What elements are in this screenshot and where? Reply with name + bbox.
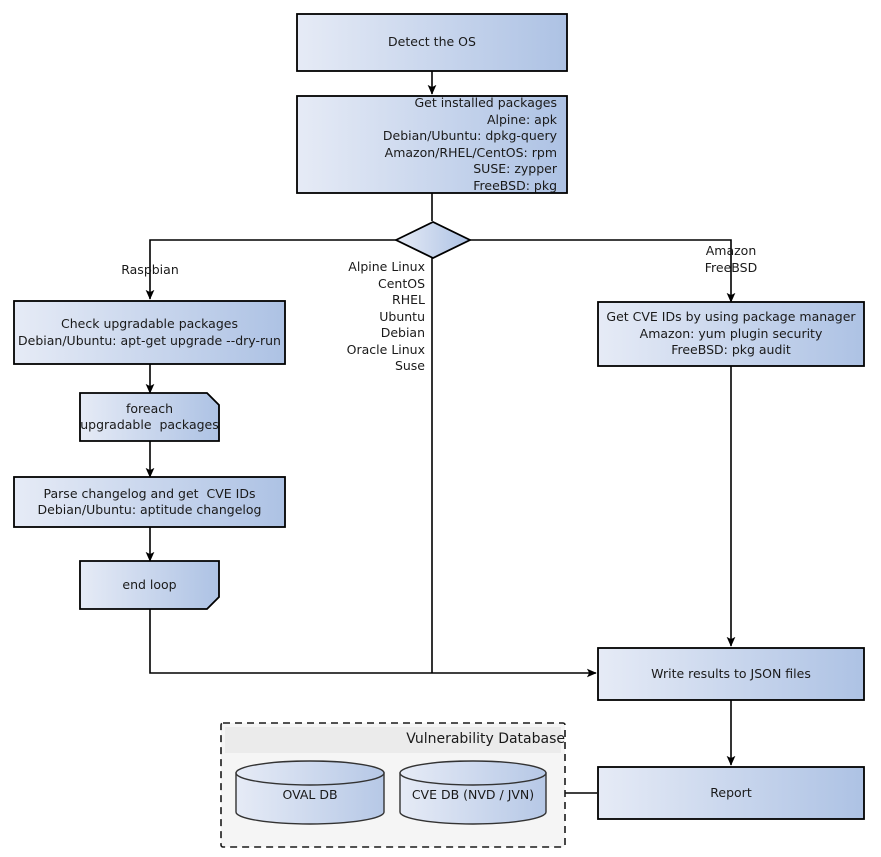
node-os-decision[interactable] [393, 220, 473, 260]
os-list-line-4: Ubuntu [379, 308, 425, 324]
node-report[interactable] [597, 766, 865, 820]
edge-endloop-to-write [149, 609, 597, 678]
os-list-line-3: RHEL [392, 292, 425, 307]
oval-db-cylinder [235, 760, 385, 825]
cve-db-cylinder [399, 760, 547, 825]
node-detect-os[interactable] [296, 13, 568, 72]
node-end-loop[interactable] [79, 560, 220, 610]
os-list-line-6: Oracle Linux [346, 341, 425, 357]
os-list-line-5: Debian [380, 325, 425, 340]
os-list-line-7: Suse [394, 358, 425, 373]
edge-decision-amazon-freebsd [470, 239, 736, 303]
group-header-band [225, 727, 561, 753]
edge-label-raspbian: Raspbian [121, 262, 179, 277]
vulnerability-database-title: Vulnerability Database [406, 731, 565, 747]
branch-line-1: Amazon [705, 243, 757, 258]
node-parse-changelog[interactable] [13, 476, 286, 528]
branch-line-2: FreeBSD [704, 259, 758, 275]
edge-decision-raspbian [145, 239, 396, 300]
node-check-upgradable-packages[interactable] [13, 300, 286, 365]
node-get-installed-packages[interactable] [296, 95, 568, 194]
node-write-results-json[interactable] [597, 647, 865, 701]
node-get-cve-ids-package-manager[interactable] [597, 301, 865, 367]
os-list-line-2: CentOS [377, 275, 425, 291]
os-list-line-1: Alpine Linux [348, 259, 425, 274]
node-foreach-loop-start[interactable] [79, 392, 220, 442]
